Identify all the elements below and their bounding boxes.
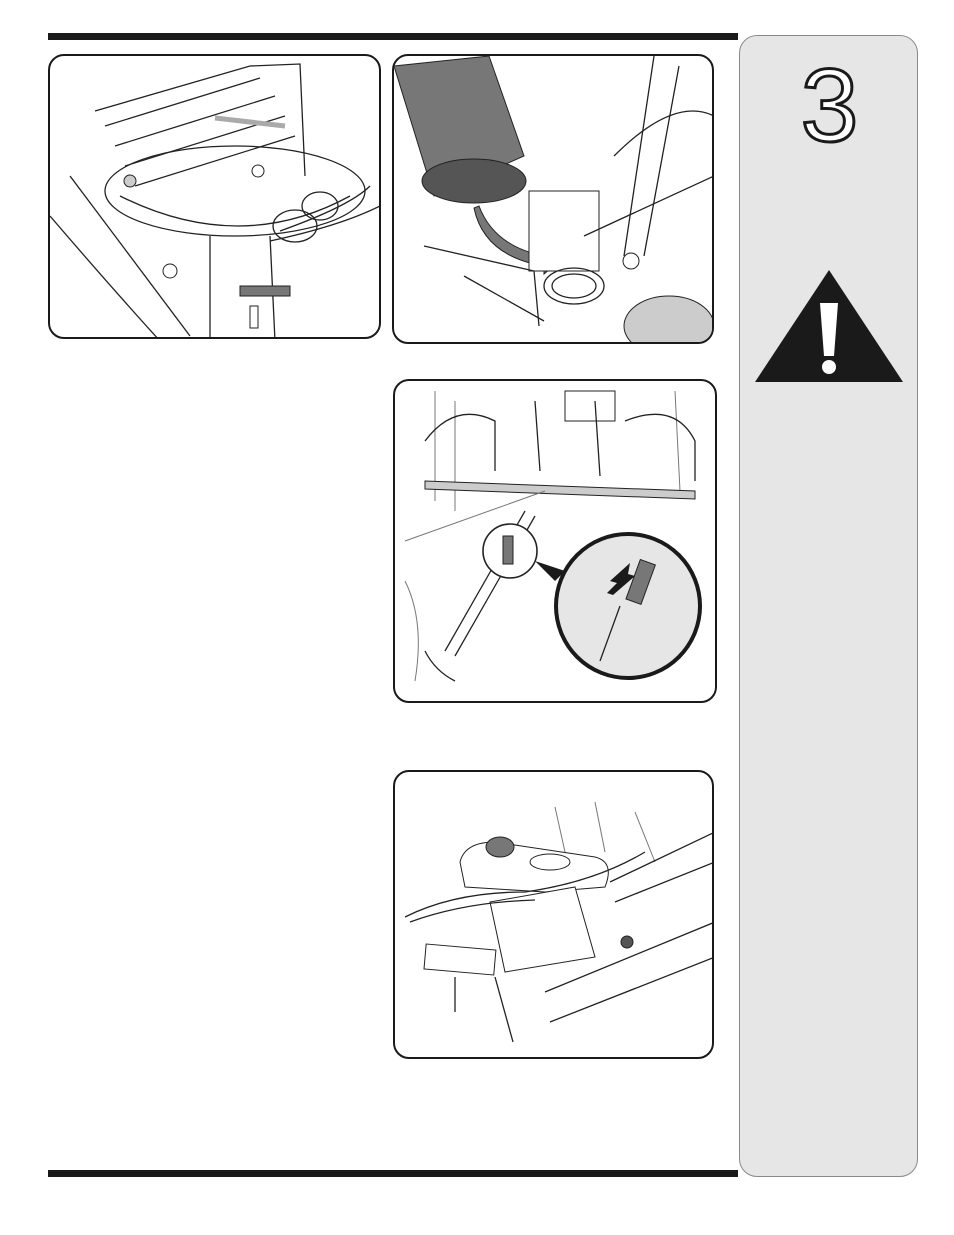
chute-hardware-exploded-illustration xyxy=(50,56,381,339)
figure-fuel-tank-cable-routing xyxy=(393,770,714,1059)
chapter-number: 3 xyxy=(740,54,919,158)
figure-chute-installation xyxy=(392,54,714,344)
top-rule xyxy=(48,33,738,40)
figure-cable-connector-detail xyxy=(393,379,717,703)
chute-placement-illustration xyxy=(394,56,714,344)
chapter-sidebar: 3 xyxy=(739,35,918,1177)
engine-tank-illustration xyxy=(395,772,714,1059)
figure-chute-flange-assembly xyxy=(48,54,381,339)
bottom-rule xyxy=(48,1170,738,1177)
warning-triangle-icon xyxy=(753,268,905,384)
cable-connection-illustration xyxy=(395,381,717,703)
